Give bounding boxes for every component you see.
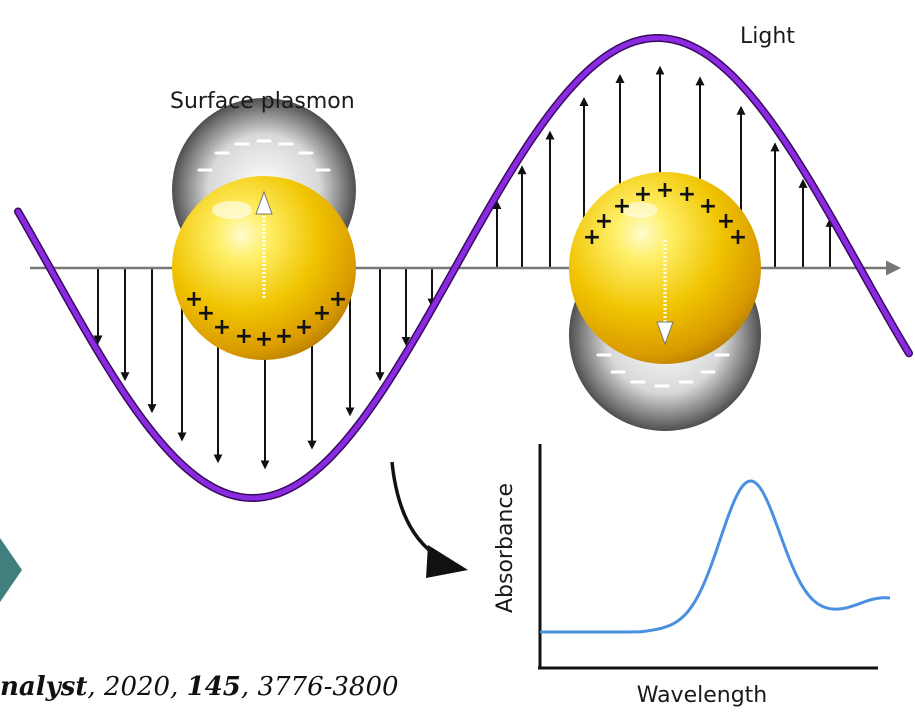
svg-text:+: +: [583, 225, 601, 250]
svg-text:+: +: [213, 315, 231, 340]
light-wave: [15, 35, 912, 501]
citation-year: 2020: [103, 672, 170, 702]
plus-charges-right: + + + + + + + + +: [583, 178, 747, 250]
svg-text:+: +: [678, 182, 696, 207]
svg-text:+: +: [185, 287, 203, 312]
citation-volume: 145: [187, 672, 241, 702]
svg-text:+: +: [313, 301, 331, 326]
svg-text:+: +: [295, 315, 313, 340]
svg-text:+: +: [699, 194, 717, 219]
svg-text:+: +: [255, 327, 273, 352]
svg-text:+: +: [235, 324, 253, 349]
curved-arrow-head: [426, 545, 468, 578]
logo-fragment-shape: [0, 538, 22, 602]
inset-y-label: Absorbance: [493, 483, 518, 613]
plus-charges-left: + + + + + + + + +: [185, 287, 347, 352]
svg-text:+: +: [613, 194, 631, 219]
svg-text:+: +: [656, 178, 674, 203]
citation: nalyst, 2020, 145, 3776-3800: [0, 672, 399, 702]
nanoparticle-left: + + + + + + + + +: [172, 98, 356, 360]
nanoparticle-right: + + + + + + + + +: [569, 172, 761, 431]
svg-text:+: +: [329, 287, 347, 312]
svg-text:+: +: [197, 301, 215, 326]
citation-journal: nalyst: [0, 672, 87, 702]
absorbance-inset-chart: Wavelength Absorbance: [493, 444, 891, 708]
surface-plasmon-label: Surface plasmon: [170, 89, 355, 114]
absorbance-curve: [540, 479, 891, 634]
light-label: Light: [740, 24, 795, 49]
svg-text:+: +: [275, 324, 293, 349]
minus-charges-left: [197, 139, 331, 172]
inset-x-label: Wavelength: [637, 683, 768, 708]
svg-text:+: +: [595, 209, 613, 234]
svg-text:+: +: [634, 182, 652, 207]
curved-arrow: [390, 461, 463, 570]
svg-text:+: +: [729, 225, 747, 250]
minus-charges-right: [596, 353, 730, 388]
svg-text:+: +: [717, 209, 735, 234]
citation-pages: 3776-3800: [257, 672, 398, 702]
